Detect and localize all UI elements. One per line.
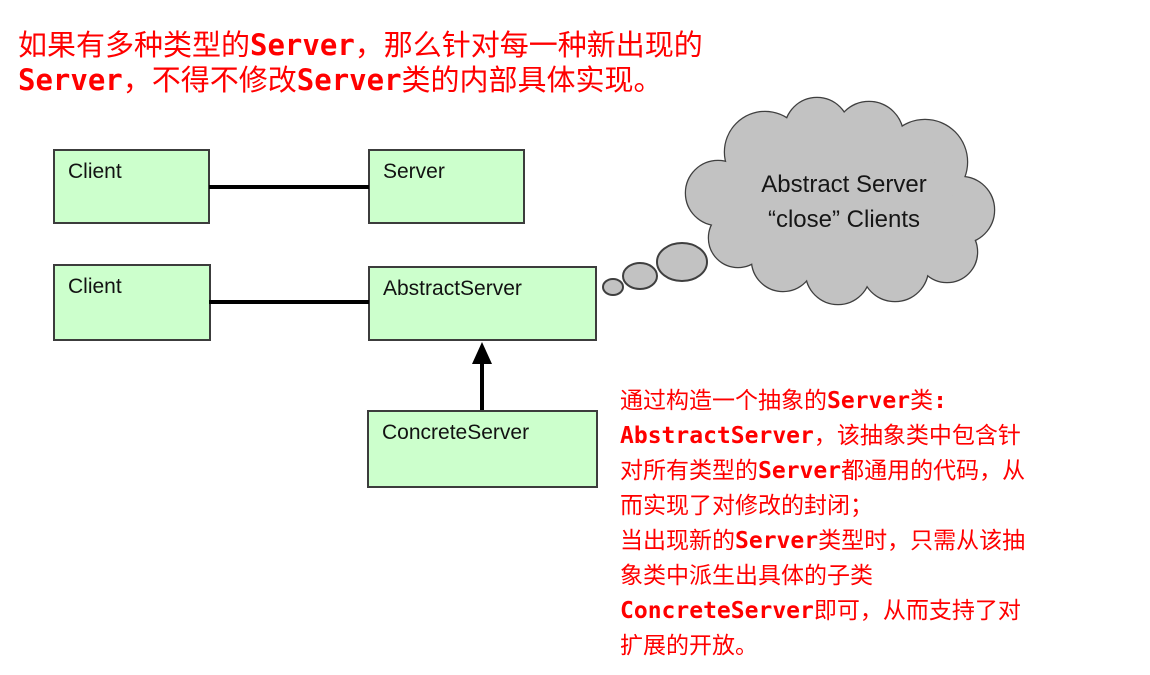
class-box-client-2: Client — [53, 264, 211, 341]
class-box-server: Server — [368, 149, 525, 224]
bottom-annotation-line-2: AbstractServer，该抽象类中包含针 — [620, 423, 1021, 449]
bottom-annotation-line-8: 扩展的开放。 — [620, 633, 758, 659]
class-box-client-1: Client — [53, 149, 210, 224]
cloud-fill-pass — [686, 98, 994, 304]
bottom-annotation-line-7: ConcreteServer即可，从而支持了对 — [620, 598, 1021, 624]
top-annotation-line-2: Server，不得不修改Server类的内部具体实现。 — [18, 63, 663, 97]
bottom-annotation-line-6: 象类中派生出具体的子类 — [620, 563, 873, 589]
thought-bubble-large — [656, 242, 708, 282]
class-box-concrete-server: ConcreteServer — [367, 410, 598, 488]
thought-bubble-small — [602, 278, 624, 296]
class-label-client-2: Client — [68, 275, 122, 298]
association-line-client-abstractserver — [209, 300, 369, 304]
class-label-abstract-server: AbstractServer — [383, 277, 522, 300]
bottom-annotation-line-5: 当出现新的Server类型时，只需从该抽 — [620, 528, 1026, 554]
bottom-annotation: 通过构造一个抽象的Server类: AbstractServer，该抽象类中包含… — [620, 384, 1025, 664]
association-line-client-server — [209, 185, 369, 189]
top-annotation-line-1: 如果有多种类型的Server，那么针对每一种新出现的 — [18, 28, 703, 62]
thought-cloud — [602, 96, 996, 306]
bottom-annotation-line-4: 而实现了对修改的封闭； — [620, 493, 873, 519]
class-label-concrete-server: ConcreteServer — [382, 421, 530, 444]
generalization-arrow — [472, 342, 492, 410]
bottom-annotation-line-1: 通过构造一个抽象的Server类: — [620, 388, 947, 414]
class-label-client-1: Client — [68, 160, 122, 183]
cloud-caption-line-2: “close” Clients — [767, 206, 921, 233]
class-box-abstract-server: AbstractServer — [368, 266, 597, 341]
thought-cloud-caption: Abstract Server “close” Clients — [688, 167, 1000, 237]
thought-bubble-medium — [622, 262, 658, 290]
bottom-annotation-line-3: 对所有类型的Server都通用的代码，从 — [620, 458, 1026, 484]
class-label-server: Server — [383, 160, 445, 183]
top-annotation: 如果有多种类型的Server，那么针对每一种新出现的 Server，不得不修改S… — [18, 28, 703, 98]
cloud-caption-line-1: Abstract Server — [761, 171, 927, 198]
